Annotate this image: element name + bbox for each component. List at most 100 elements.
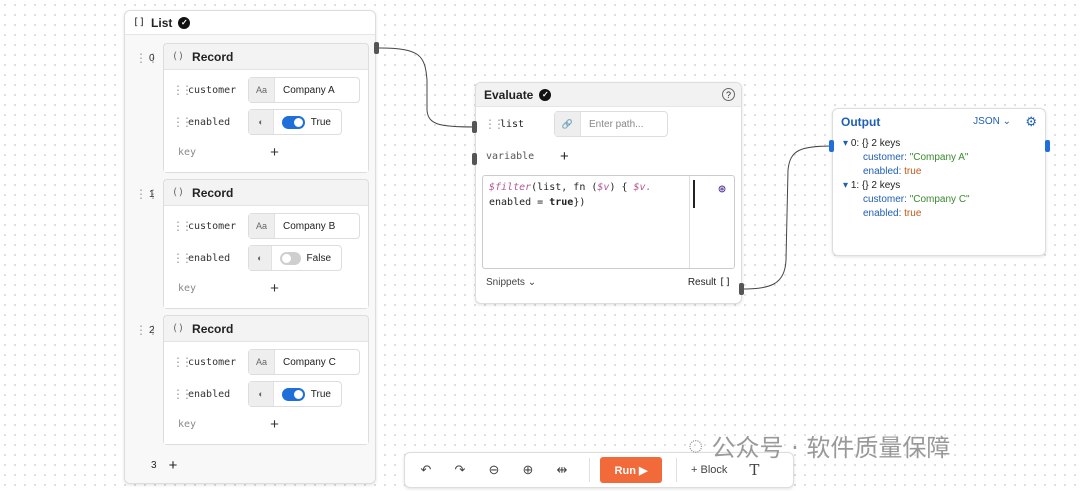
evaluate-header: Evaluate ✓ ?: [476, 83, 741, 107]
list-input-row: ⋮⋮ list 🔗 Enter path...: [476, 107, 741, 141]
code-boolean: true: [549, 197, 574, 208]
code-function: $filter: [489, 182, 532, 193]
add-block-button[interactable]: + Block: [691, 464, 728, 476]
field-key: enabled: [188, 252, 231, 264]
tree-key: enabled:: [863, 208, 902, 219]
drag-handle-icon[interactable]: ⋮⋮: [172, 387, 193, 401]
record-card: () Record ⋮⋮ customer Aa Company C ⋮⋮ en…: [163, 315, 369, 445]
globe-icon[interactable]: ⊛: [718, 182, 726, 197]
format-label: JSON: [973, 116, 1000, 127]
fit-width-icon[interactable]: ⇹: [556, 462, 568, 477]
output-input-port[interactable]: [829, 140, 834, 152]
drag-handle-icon[interactable]: ⋮⋮: [172, 115, 193, 129]
tree-field: customer: "Company A": [843, 151, 1035, 165]
drag-handle-icon[interactable]: ⋮⋮: [172, 219, 193, 233]
record-title: Record: [192, 321, 234, 336]
field-customer: ⋮⋮ customer Aa Company A: [172, 74, 362, 106]
boolean-type-icon[interactable]: ◐: [249, 382, 274, 406]
text-type-icon[interactable]: Aa: [249, 78, 275, 102]
drag-handle-icon[interactable]: ⋮⋮: [484, 117, 505, 131]
record-card: () Record ⋮⋮ customer Aa Company B ⋮⋮ en…: [163, 179, 369, 309]
tree-field: customer: "Company C": [843, 193, 1035, 207]
list-output-port[interactable]: [374, 42, 379, 54]
list-panel: [] List ✓ ⋮⋮ 0 () Record ⋮⋮ customer Aa …: [124, 10, 376, 484]
key-placeholder[interactable]: key: [178, 282, 197, 294]
watermark-text: 公众号 · 软件质量保障: [711, 434, 951, 462]
enabled-value: True: [310, 116, 331, 128]
customer-value-input[interactable]: Aa Company B: [248, 213, 360, 239]
add-field-button[interactable]: +: [270, 143, 279, 161]
enabled-toggle[interactable]: [281, 387, 305, 401]
item-count: 2 keys: [871, 180, 901, 191]
tree-item[interactable]: ▾ 0: {} 2 keys: [843, 137, 1035, 151]
caret-down-icon[interactable]: ▾: [843, 138, 849, 149]
field-key: enabled: [188, 116, 231, 128]
drag-handle-icon[interactable]: ⋮⋮: [172, 83, 193, 97]
snippets-dropdown[interactable]: Snippets ⌄: [486, 277, 536, 288]
enabled-value-input[interactable]: ◐ False: [248, 245, 342, 271]
list-bracket-icon: []: [133, 17, 146, 28]
tree-item[interactable]: ▾ 1: {} 2 keys: [843, 179, 1035, 193]
item-index: 0:: [850, 138, 860, 149]
enabled-toggle[interactable]: [281, 115, 305, 129]
link-icon[interactable]: 🔗: [555, 112, 581, 136]
variable-input-port[interactable]: [472, 153, 477, 165]
object-icon: (): [172, 187, 185, 198]
boolean-type-icon[interactable]: ◐: [249, 110, 274, 134]
add-item-button[interactable]: +: [168, 457, 178, 474]
boolean-type-icon[interactable]: ◐: [249, 246, 272, 270]
enabled-toggle[interactable]: [279, 251, 301, 265]
drag-handle-icon[interactable]: ⋮⋮: [172, 355, 193, 369]
item-braces: {}: [861, 180, 869, 191]
drag-handle-icon[interactable]: ⋮⋮: [135, 51, 159, 65]
text-tool-button[interactable]: T: [749, 461, 760, 479]
drag-handle-icon[interactable]: ⋮⋮: [172, 251, 193, 265]
code-text: ) {: [609, 182, 634, 193]
path-input[interactable]: 🔗 Enter path...: [554, 111, 668, 137]
key-placeholder[interactable]: key: [178, 146, 197, 158]
gear-icon[interactable]: ⚙: [1025, 114, 1037, 129]
wire-list-to-evaluate: [377, 47, 476, 128]
customer-value-input[interactable]: Aa Company A: [248, 77, 360, 103]
drag-handle-icon[interactable]: ⋮⋮: [135, 323, 159, 337]
zoom-out-icon[interactable]: ⊖: [488, 462, 500, 477]
item-index: 1:: [850, 180, 860, 191]
text-type-icon[interactable]: Aa: [249, 350, 275, 374]
code-editor[interactable]: $filter(list, fn ($v) { $v. enabled = tr…: [482, 175, 735, 269]
customer-value-input[interactable]: Aa Company C: [248, 349, 360, 375]
play-icon: ▶: [638, 464, 648, 477]
zoom-in-icon[interactable]: ⊕: [522, 462, 534, 477]
output-header: Output JSON ⌄ ⚙: [833, 109, 1045, 135]
enabled-value-input[interactable]: ◐ True: [248, 109, 342, 135]
output-title: Output: [841, 115, 881, 129]
output-output-port[interactable]: [1045, 140, 1050, 152]
caret-down-icon[interactable]: ▾: [843, 180, 849, 191]
list-input-port[interactable]: [472, 121, 477, 133]
tree-key: enabled:: [863, 166, 902, 177]
run-label: Run: [614, 464, 636, 477]
drag-handle-icon[interactable]: ⋮⋮: [135, 187, 159, 201]
record-index: 1: [149, 189, 155, 200]
run-button[interactable]: Run ▶: [600, 457, 662, 483]
add-field-button[interactable]: +: [270, 415, 279, 433]
list-input-label: list: [500, 118, 525, 130]
help-icon[interactable]: ?: [722, 88, 735, 101]
result-output-port[interactable]: [739, 283, 744, 295]
record-title: Record: [192, 49, 234, 64]
record-header: () Record: [164, 316, 368, 342]
editor-divider: [689, 176, 690, 268]
enabled-value-input[interactable]: ◐ True: [248, 381, 342, 407]
add-variable-button[interactable]: +: [560, 147, 569, 165]
text-type-icon[interactable]: Aa: [249, 214, 275, 238]
undo-icon[interactable]: ↶: [420, 462, 432, 477]
add-field-button[interactable]: +: [270, 279, 279, 297]
tree-key: customer:: [863, 152, 907, 163]
tree-field: enabled: true: [843, 207, 1035, 221]
redo-icon[interactable]: ↷: [454, 462, 466, 477]
code-line-1: $filter(list, fn ($v) { $v.: [489, 180, 689, 195]
output-tree: ▾ 0: {} 2 keys customer: "Company A" ena…: [833, 135, 1045, 223]
key-placeholder[interactable]: key: [178, 418, 197, 430]
format-dropdown[interactable]: JSON ⌄: [973, 116, 1011, 127]
record-index: 0: [149, 53, 155, 64]
list-panel-title: List: [151, 15, 173, 30]
